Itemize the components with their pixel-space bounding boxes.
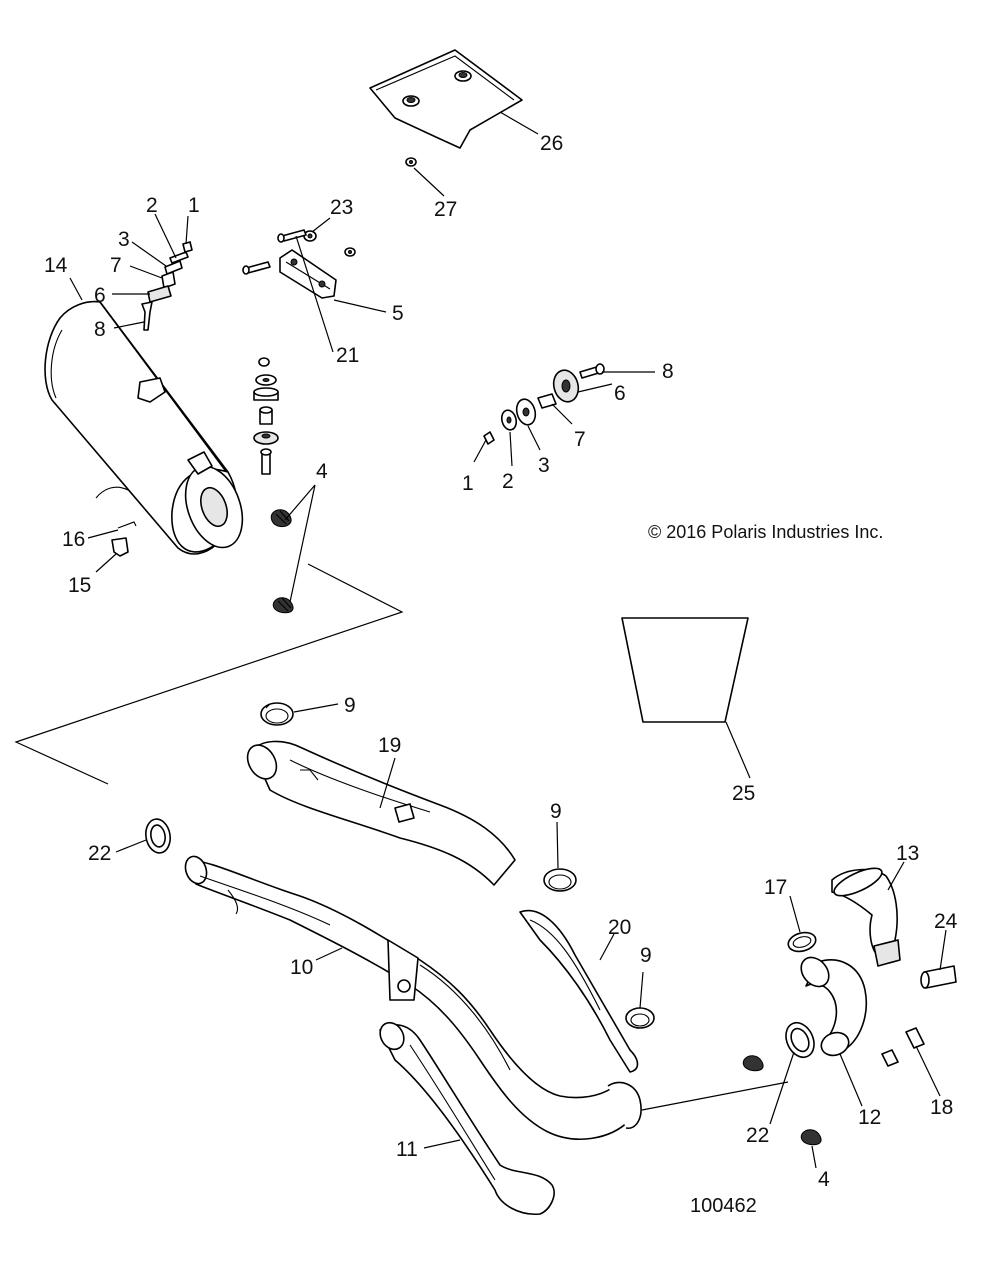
part-27-nut: [405, 157, 417, 167]
leader-lines: [14, 111, 947, 1169]
callout-22: 22: [746, 1124, 769, 1147]
part-4-spring-upper: [270, 509, 292, 527]
callout-11: 11: [396, 1138, 418, 1161]
callout-13: 13: [896, 842, 919, 865]
part-25-sheet: [621, 617, 749, 723]
part-20-shield: [519, 909, 639, 1073]
callout-5: 5: [392, 302, 404, 325]
callout-9: 9: [550, 800, 562, 823]
callout-20: 20: [608, 916, 631, 939]
callout-8: 8: [94, 318, 106, 341]
part-15-bolt: [111, 537, 129, 557]
callout-26: 26: [540, 132, 563, 155]
callout-15: 15: [68, 574, 91, 597]
mount-stack-right: [483, 363, 605, 445]
callout-21: 21: [336, 344, 359, 367]
part-9-clamp-right: [625, 1007, 655, 1029]
callout-7: 7: [574, 428, 586, 451]
part-9-clamp-mid: [543, 868, 577, 892]
bolt-left-bracket: [242, 261, 271, 275]
callout-9: 9: [640, 944, 652, 967]
loose-nut: [344, 247, 356, 257]
part-22-gasket-left: [145, 818, 171, 854]
copyright-notice: © 2016 Polaris Industries Inc.: [648, 522, 883, 542]
part-4-spring-lower: [272, 597, 294, 614]
part-14-muffler: [44, 300, 244, 555]
callout-7: 7: [110, 254, 122, 277]
part-22-gasket-right: [785, 1021, 815, 1059]
callout-22: 22: [88, 842, 111, 865]
callout-6: 6: [614, 382, 626, 405]
callout-17: 17: [764, 876, 787, 899]
part-21-bolt: [277, 229, 307, 243]
callout-27: 27: [434, 198, 457, 221]
callout-25: 25: [732, 782, 755, 805]
part-18-stud-a: [905, 1027, 925, 1049]
callout-12: 12: [858, 1106, 881, 1129]
callout-8: 8: [662, 360, 674, 383]
callout-4: 4: [316, 460, 328, 483]
callout-3: 3: [118, 228, 130, 251]
callout-9: 9: [344, 694, 356, 717]
part-10-header-pipe: [184, 855, 642, 1140]
part-16-clip: [117, 521, 137, 529]
callout-4: 4: [818, 1168, 830, 1191]
part-11-pipe: [379, 1021, 555, 1215]
part-9-clamp-upper: [260, 702, 294, 726]
part-18-stud-b: [881, 1049, 899, 1067]
callout-14: 14: [44, 254, 68, 277]
callout-16: 16: [62, 528, 85, 551]
callout-18: 18: [930, 1096, 953, 1119]
callout-19: 19: [378, 734, 401, 757]
part-4-spring-right-b: [800, 1129, 822, 1146]
figure-number: 100462: [690, 1195, 757, 1217]
part-24-clamp: [920, 965, 957, 989]
callout-23: 23: [330, 196, 353, 219]
mount-stack-middle: [253, 357, 279, 475]
callout-3: 3: [538, 454, 550, 477]
part-13-flange-elbow: [831, 867, 901, 967]
callout-1: 1: [188, 194, 200, 217]
part-12-elbow: [800, 956, 868, 1057]
part-26-heat-shield: [369, 49, 523, 149]
callout-1: 1: [462, 472, 474, 495]
callout-2: 2: [502, 470, 514, 493]
callout-6: 6: [94, 284, 106, 307]
callout-2: 2: [146, 194, 158, 217]
part-4-spring-right-a: [742, 1055, 764, 1072]
part-23-nut: [303, 230, 317, 242]
callout-10: 10: [290, 956, 313, 979]
part-19-heat-shield: [246, 740, 516, 886]
mount-stack-left: [141, 241, 193, 331]
callout-24: 24: [934, 910, 958, 933]
part-17-gasket: [787, 931, 817, 953]
